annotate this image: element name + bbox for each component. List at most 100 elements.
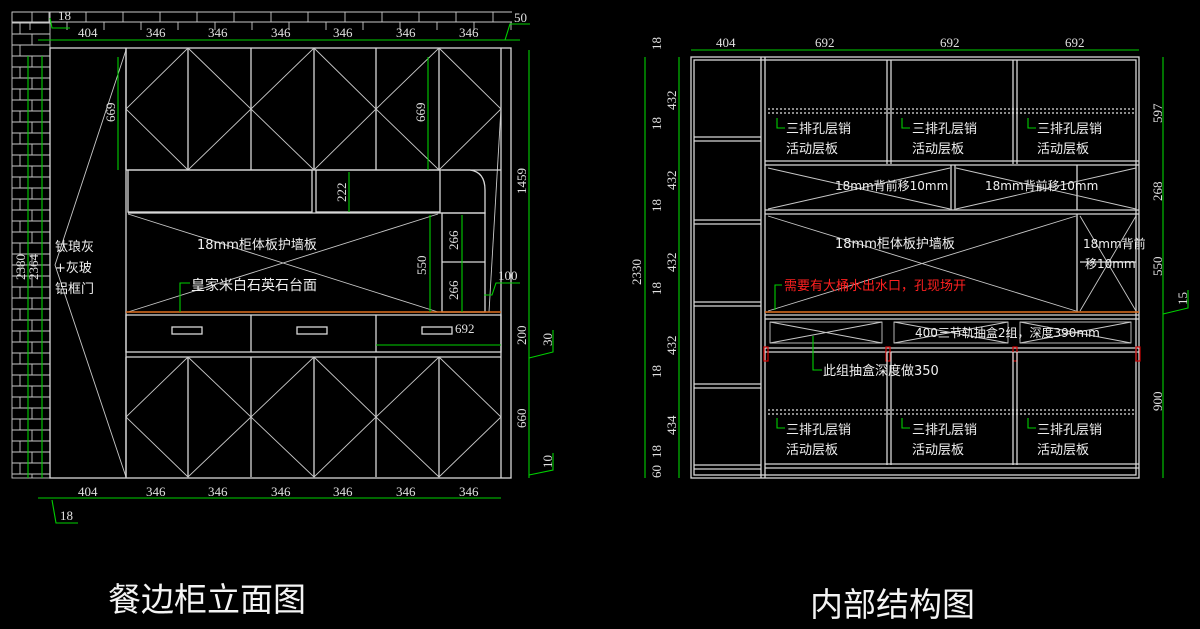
lower-doors (125, 356, 502, 478)
drawer-box (893, 321, 1009, 344)
countertop-label: 皇家米白石英石台面 (191, 277, 317, 294)
dim-left: 18 (649, 445, 664, 458)
dim-top-346: 346 (396, 25, 416, 40)
drawer-handle (296, 326, 328, 335)
dim-drawer-height: 200 (514, 326, 529, 346)
adjustable-shelf-label: 活动层板 (1037, 142, 1089, 157)
elevation-dimension-lines (27, 17, 554, 524)
adjustable-shelf-label: 活动层板 (786, 443, 838, 458)
upper-doors (125, 47, 502, 171)
shelf-pin-label: 三排孔层销 (786, 423, 851, 438)
dim-lower-section: 900 (1150, 392, 1165, 412)
door-material-label: 铝框门 (55, 282, 94, 297)
hinge-marker (763, 346, 769, 362)
dim-top-404: 404 (78, 25, 98, 40)
elevation-drawing: 18 404 346 346 346 346 346 346 50 404 34… (11, 8, 555, 619)
door-diamond (375, 356, 502, 478)
adjustable-shelf-label: 活动层板 (1037, 443, 1089, 458)
dim-bottom-18: 18 (60, 508, 73, 523)
dim-top-346: 346 (208, 25, 228, 40)
right-door-swing (488, 107, 502, 313)
drawer-note: 400三节轨抽盒2组，深度390mm (915, 325, 1100, 340)
brick-wall (11, 11, 512, 479)
dim-left: 18 (649, 117, 664, 130)
shelf-pin-label: 三排孔层销 (912, 122, 977, 137)
drawer-box (769, 321, 883, 344)
back-shift-label: 18mm背前移10mm (835, 178, 948, 193)
drawer-row (125, 314, 502, 353)
dim-left: 18 (649, 365, 664, 378)
dim-plinth: 10 (540, 455, 555, 468)
structure-dimension-lines (644, 49, 1189, 478)
dim-top-346: 346 (459, 25, 479, 40)
dim-bottom-346: 346 (459, 484, 479, 499)
shelf-labels: 三排孔层销活动层板三排孔层销活动层板三排孔层销活动层板三排孔层销活动层板三排孔层… (786, 122, 1102, 458)
dim-top-346: 346 (271, 25, 291, 40)
backsplash-label: 18mm柜体板护墙板 (835, 237, 955, 252)
dim-overall-height: 2330 (629, 259, 644, 285)
dim-top-18: 18 (58, 8, 71, 23)
dim-backsplash: 550 (414, 256, 429, 276)
niche-box (127, 169, 313, 213)
dim-bottom-346: 346 (146, 484, 166, 499)
structure-outline (690, 56, 1140, 479)
dim-left: 432 (664, 91, 679, 111)
dim-upper-total: 1459 (514, 168, 529, 194)
dim-bottom-404: 404 (78, 484, 98, 499)
dim-top-50: 50 (514, 10, 527, 25)
door-material-label: +灰玻 (55, 261, 92, 276)
dim-top-692: 692 (1065, 35, 1085, 50)
dim-counter: 15 (1175, 292, 1190, 305)
dim-left: 18 (649, 199, 664, 212)
dim-inner-height: 2364 (26, 254, 41, 281)
structure-title: 内部结构图 (810, 585, 975, 624)
dim-counter: 30 (540, 333, 555, 346)
shelf-pin-label: 三排孔层销 (1037, 423, 1102, 438)
drawer-box (1019, 321, 1132, 344)
small-back-label: 移10mm (1085, 257, 1136, 271)
drawer-depth-note: 此组抽盒深度做350 (823, 363, 939, 379)
dim-niche: 222 (334, 183, 349, 203)
dim-shelf: 266 (446, 230, 461, 250)
dim-left: 18 (649, 37, 664, 50)
structure-drawing: 404 692 692 692 184321843218432184321843… (629, 35, 1190, 624)
left-column-shelves (694, 136, 761, 470)
drawer-handle (421, 326, 453, 335)
dim-lower: 660 (514, 409, 529, 429)
dim-upper-door: 669 (413, 103, 428, 123)
hinge-marker (885, 346, 891, 362)
dim-bottom-346: 346 (333, 484, 353, 499)
dim-left: 18 (649, 282, 664, 295)
shelf-pin-label: 三排孔层销 (1037, 122, 1102, 137)
dim-top-346: 346 (146, 25, 166, 40)
small-back-label: 18mm背前 (1083, 236, 1146, 251)
elevation-title: 餐边柜立面图 (108, 580, 306, 619)
dim-left: 432 (664, 253, 679, 273)
dim-left: 432 (664, 336, 679, 356)
dim-bottom-346: 346 (396, 484, 416, 499)
adjustable-shelf-label: 活动层板 (912, 443, 964, 458)
water-outlet-warning: 需要有大桶水出水口，孔现场开 (784, 279, 966, 294)
dim-upper-door: 669 (103, 103, 118, 123)
dim-backsplash: 550 (1150, 257, 1165, 277)
dim-top-346: 346 (333, 25, 353, 40)
door-diamond (125, 356, 252, 478)
drawer-boxes (769, 321, 1132, 344)
dim-left: 432 (664, 171, 679, 191)
shelf-pin-label: 三排孔层销 (786, 122, 851, 137)
door-diamond (250, 47, 377, 171)
dim-drawer-width: 692 (455, 321, 475, 336)
left-glass-door (54, 49, 127, 478)
backsplash-label: 18mm柜体板护墙板 (197, 238, 317, 253)
dim-left: 434 (664, 415, 679, 435)
door-diamond (250, 356, 377, 478)
dim-upper-section: 597 (1150, 103, 1165, 123)
dim-overall-height: 2380 (13, 254, 28, 280)
dim-shelf: 266 (446, 280, 461, 300)
dim-left: 60 (649, 465, 664, 478)
hinge-marker (1135, 346, 1141, 362)
dim-top-692: 692 (940, 35, 960, 50)
dim-bottom-346: 346 (208, 484, 228, 499)
